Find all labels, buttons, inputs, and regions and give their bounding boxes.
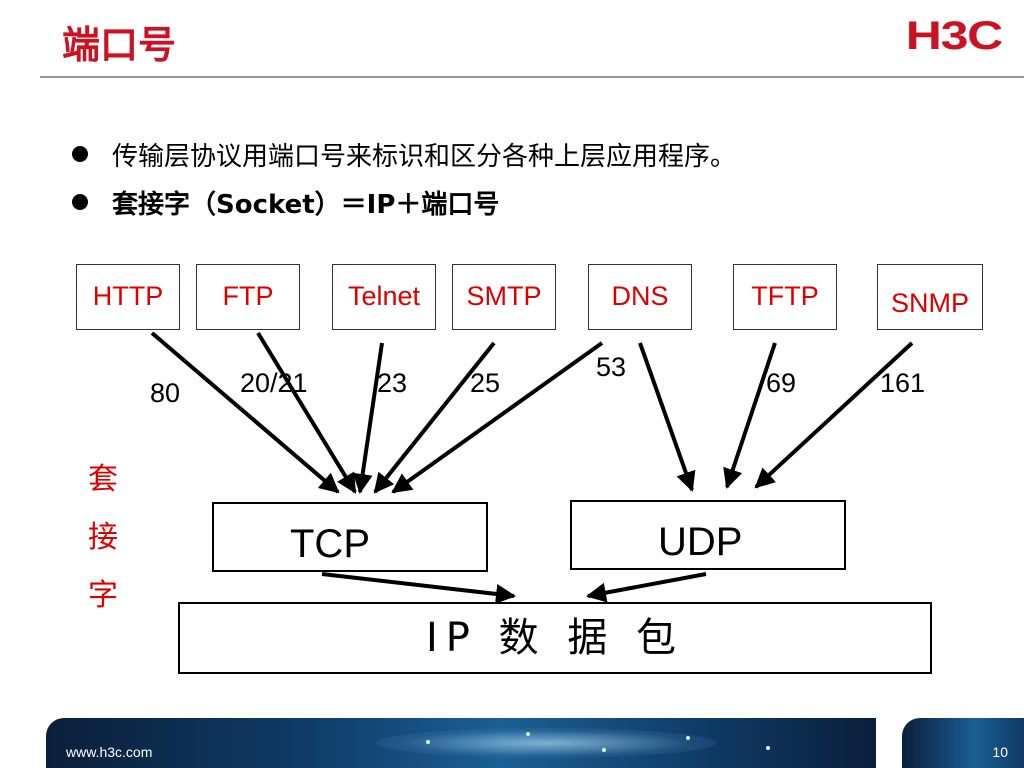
protocol-tftp: TFTP <box>733 264 837 330</box>
tcp-box: TCP <box>212 502 488 572</box>
ip-packet-box: IP 数 据 包 <box>178 602 932 674</box>
arrow-dns-udp <box>638 342 696 492</box>
arrow-telnet-tcp <box>352 342 384 494</box>
bullet-text: 套接字（Socket）＝IP＋端口号 <box>112 190 500 220</box>
port-label: 80 <box>150 378 181 408</box>
port-label: 161 <box>880 368 926 398</box>
side-label-char: 套 <box>88 462 118 497</box>
port-label: 25 <box>470 368 501 398</box>
arrow-snmp-udp <box>754 341 914 489</box>
arrow-tftp-udp <box>723 342 777 489</box>
bullet-text: 传输层协议用端口号来标识和区分各种上层应用程序。 <box>112 142 737 172</box>
udp-box: UDP <box>570 500 846 570</box>
arrow-dns-tcp <box>391 341 604 494</box>
protocol-smtp: SMTP <box>452 264 556 330</box>
protocol-ftp: FTP <box>196 264 300 330</box>
port-label: 53 <box>596 352 627 382</box>
arrow-tcp-ip <box>321 572 516 604</box>
page-title: 端口号 <box>62 23 177 67</box>
footer-spark <box>602 748 606 752</box>
footer-band <box>46 718 876 768</box>
protocol-http: HTTP <box>76 264 180 330</box>
protocol-dns: DNS <box>588 264 692 330</box>
footer-spark <box>526 732 530 736</box>
bullet-dot-icon <box>72 194 88 210</box>
footer-spark <box>686 736 690 740</box>
page-number: 10 <box>992 744 1008 760</box>
side-label-char: 接 <box>88 520 118 555</box>
arrow-smtp-tcp <box>373 341 496 494</box>
footer-spark <box>766 746 770 750</box>
footer: www.h3c.com 10 <box>0 718 1024 768</box>
footer-glow <box>376 728 716 758</box>
protocol-telnet: Telnet <box>332 264 436 330</box>
arrow-udp-ip <box>586 572 707 603</box>
arrow-ftp-tcp <box>256 331 357 494</box>
title-divider <box>40 76 1024 78</box>
footer-page-band <box>902 718 1024 768</box>
side-label-char: 字 <box>88 578 118 613</box>
port-label: 23 <box>377 368 408 398</box>
bullet-dot-icon <box>72 146 88 162</box>
footer-spark <box>426 740 430 744</box>
footer-url: www.h3c.com <box>66 744 153 760</box>
arrow-http-tcp <box>150 331 340 494</box>
protocol-snmp: SNMP <box>877 264 983 330</box>
port-label: 69 <box>766 368 797 398</box>
h3c-logo: H3C <box>905 14 1004 58</box>
port-label: 20/21 <box>240 368 308 398</box>
